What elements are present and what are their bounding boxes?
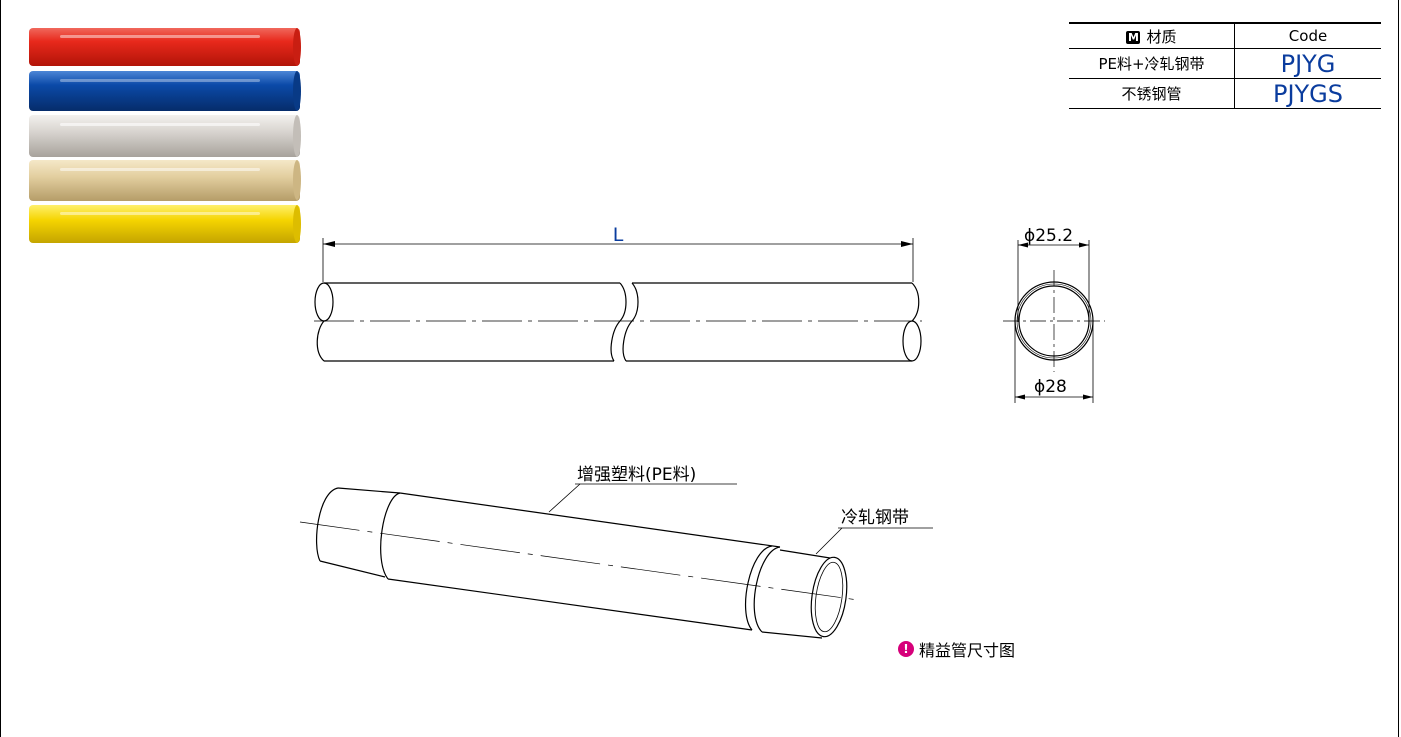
material-header: M 材质 bbox=[1069, 22, 1235, 49]
material-cell: PE料+冷轧钢带 bbox=[1069, 48, 1235, 79]
swatch-blue bbox=[29, 71, 301, 111]
code-header: Code bbox=[1234, 22, 1381, 49]
material-cell: 不锈钢管 bbox=[1069, 78, 1235, 109]
material-header-label: 材质 bbox=[1146, 27, 1177, 46]
exclamation-icon: ! bbox=[898, 641, 914, 657]
inner-layer-callout: 冷轧钢带 bbox=[841, 508, 909, 528]
outer-diameter-label: ϕ28 bbox=[1034, 377, 1067, 397]
outer-layer-callout: 增强塑料(PE料) bbox=[577, 465, 696, 485]
pipe-side-view: L bbox=[314, 224, 922, 362]
swatch-beige bbox=[29, 160, 301, 201]
material-badge-icon: M bbox=[1126, 30, 1141, 44]
swatch-red bbox=[29, 28, 301, 66]
code-cell: PJYG bbox=[1234, 48, 1381, 79]
note-text: 精益管尺寸图 bbox=[919, 641, 1016, 660]
code-cell: PJYGS bbox=[1234, 78, 1381, 109]
table-row: PE料+冷轧钢带 PJYG bbox=[1069, 48, 1381, 79]
swatch-gray bbox=[29, 115, 301, 157]
length-label: L bbox=[613, 224, 624, 246]
pipe-cross-section: ϕ25.2 ϕ28 bbox=[1003, 226, 1105, 403]
material-code-table: M 材质 Code PE料+冷轧钢带 PJYG 不锈钢管 PJYGS bbox=[1069, 22, 1381, 109]
table-header-row: M 材质 Code bbox=[1069, 22, 1381, 49]
swatch-yellow bbox=[29, 205, 301, 243]
color-swatches bbox=[29, 28, 301, 243]
table-row: 不锈钢管 PJYGS bbox=[1069, 78, 1381, 109]
pipe-isometric-view: 增强塑料(PE料) 冷轧钢带 bbox=[299, 465, 933, 639]
drawing-note: ! 精益管尺寸图 bbox=[898, 637, 1015, 661]
inner-diameter-label: ϕ25.2 bbox=[1024, 226, 1073, 246]
